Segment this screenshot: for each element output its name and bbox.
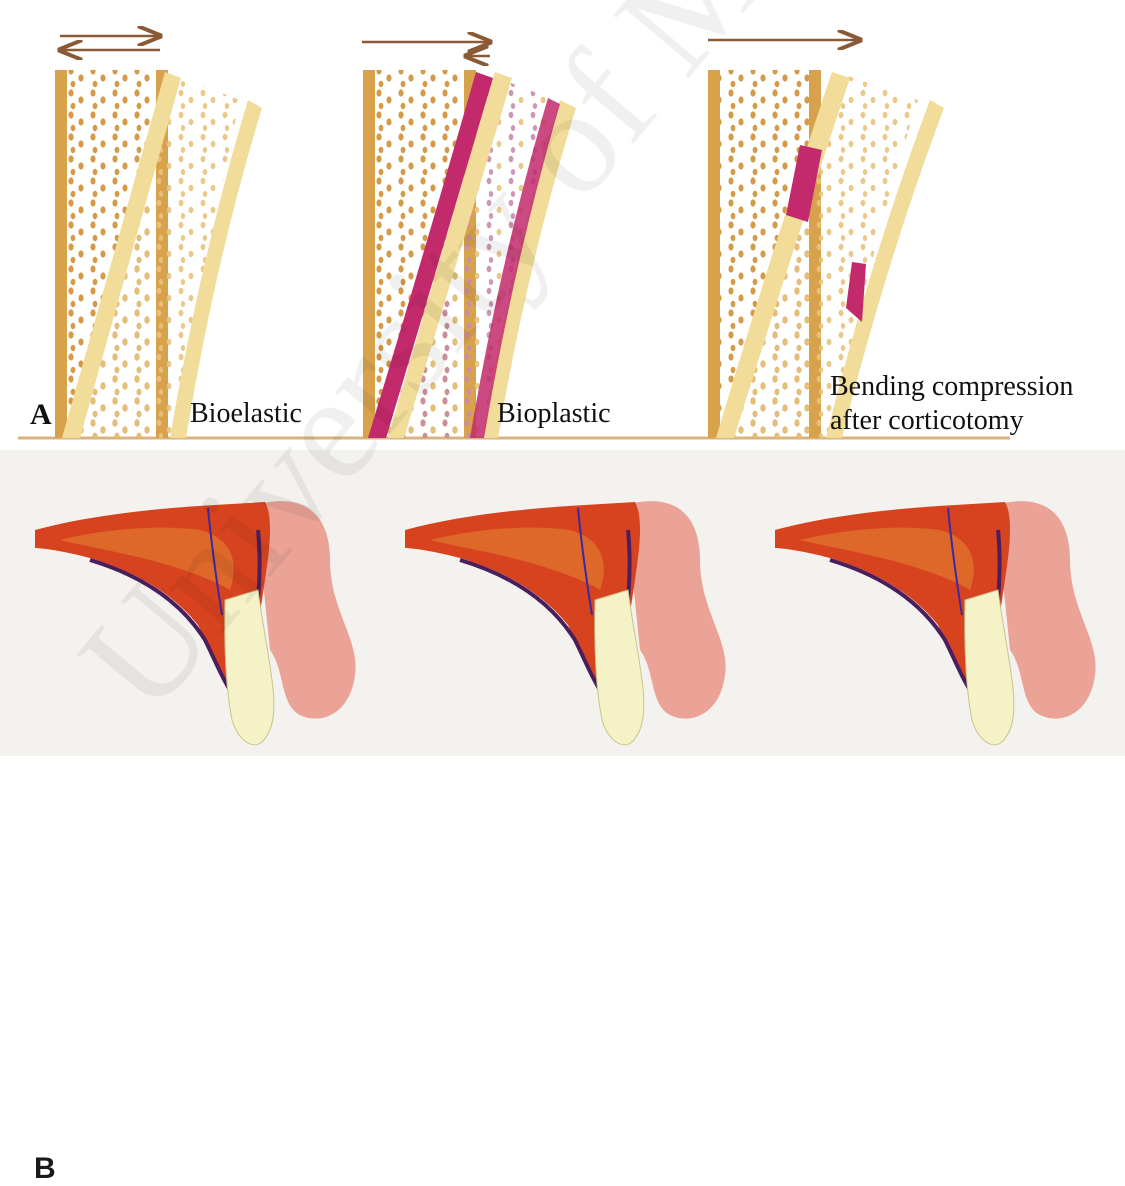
cortex-left — [363, 70, 375, 438]
alveolar-section — [35, 501, 356, 745]
panel-b-drawing — [0, 450, 1125, 756]
caption-bending-line1: Bending compression — [830, 370, 1073, 404]
bioplastic-specimen — [362, 42, 576, 438]
panel-a-label: A — [30, 398, 52, 432]
alveolar-section-3 — [775, 501, 1096, 745]
panel-a: A Bioelastic Bioplastic Bending compress… — [0, 0, 1125, 450]
cortex-left — [55, 70, 67, 438]
panel-b: B — [0, 450, 1125, 756]
figure: A Bioelastic Bioplastic Bending compress… — [0, 0, 1125, 756]
caption-bioplastic: Bioplastic — [497, 398, 611, 430]
caption-bending-line2: after corticotomy — [830, 404, 1073, 438]
caption-bioelastic: Bioelastic — [190, 398, 302, 430]
bioelastic-specimen — [55, 36, 262, 438]
cortex-left — [708, 70, 720, 438]
panel-b-label: B — [34, 1152, 56, 1186]
caption-bending-compression: Bending compression after corticotomy — [830, 370, 1073, 438]
alveolar-section-2 — [405, 501, 726, 745]
